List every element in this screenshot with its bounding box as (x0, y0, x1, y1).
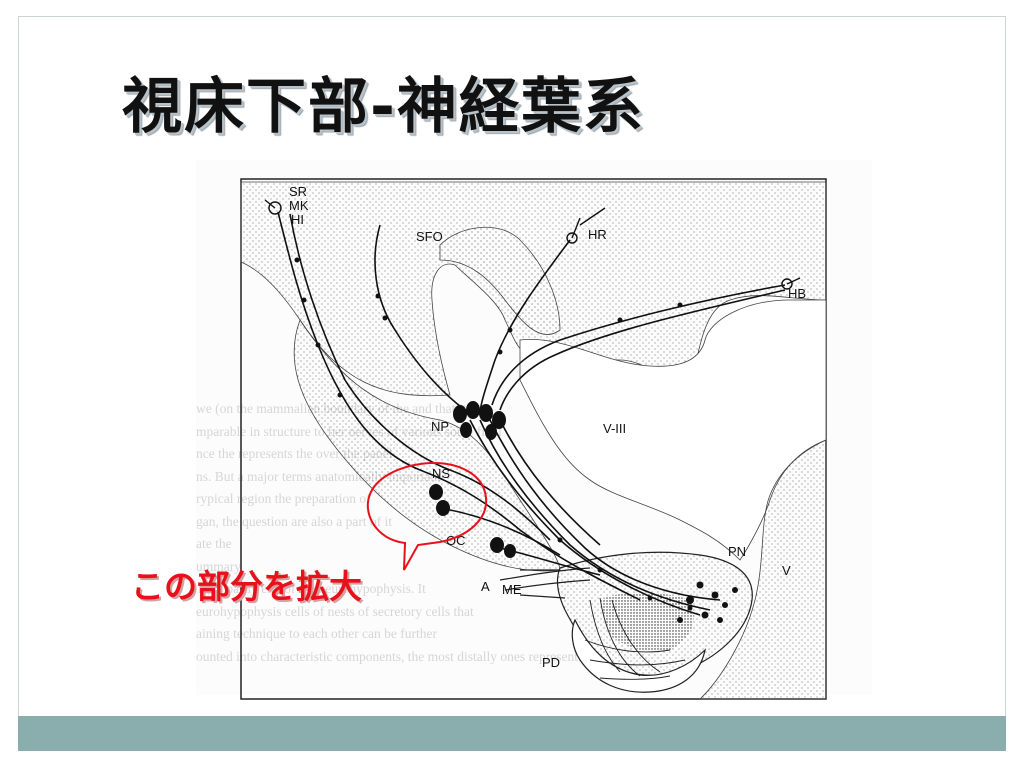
label-ns: NS (432, 466, 450, 481)
label-oc: OC (446, 533, 466, 548)
footer-bar (18, 716, 1006, 751)
hb-receptor-icon (781, 278, 793, 290)
callout-bubble (366, 461, 488, 571)
label-me: ME (502, 582, 522, 597)
infundibular-stalk (519, 569, 566, 599)
bg-text-line: 1), is partly end of the neurohypophysis… (196, 581, 426, 596)
label-v3: V-III (603, 421, 626, 436)
bg-text-line: rypical region the preparation of (196, 491, 371, 506)
median-eminence-dense (600, 592, 694, 652)
axon-varicosities (294, 257, 693, 611)
portal-vessels (584, 597, 686, 680)
label-a: A (481, 579, 490, 594)
slide-title: 視床下部-神経葉系 (122, 72, 645, 142)
callout-text: この部分を拡大 (131, 567, 362, 606)
neuron-bodies (429, 401, 516, 558)
bg-text-line: ate the (196, 536, 232, 551)
hr-receptor-icon (566, 232, 578, 244)
tissue-region-right (698, 439, 827, 700)
sfo-region (439, 226, 561, 335)
label-hr: HR (588, 227, 607, 242)
sr-receptor-icon (268, 201, 282, 215)
label-np: NP (431, 419, 449, 434)
bg-text-line: ummary (196, 558, 241, 574)
bg-text-line: eurohypophysis cells of nests of secreto… (196, 603, 474, 619)
label-sfo: SFO (416, 229, 443, 244)
axon-terminals (677, 581, 738, 623)
axon-tracts (277, 211, 786, 616)
label-mk: MK (289, 198, 309, 213)
bg-text-line: ounted into characteristic components, t… (196, 648, 579, 664)
receptor-tails (264, 199, 801, 285)
label-v: V (782, 563, 791, 578)
label-hi: HI (291, 212, 304, 227)
pars-distalis (571, 618, 706, 693)
label-pd: PD (542, 655, 560, 670)
receptor-symbols (268, 201, 793, 290)
bg-text-line: gan, the question are also a part of it (196, 513, 393, 529)
label-hb: HB (788, 286, 806, 301)
label-sr: SR (289, 184, 307, 199)
label-pn: PN (728, 544, 746, 559)
bg-text-line: aining technique to each other can be fu… (196, 626, 438, 641)
